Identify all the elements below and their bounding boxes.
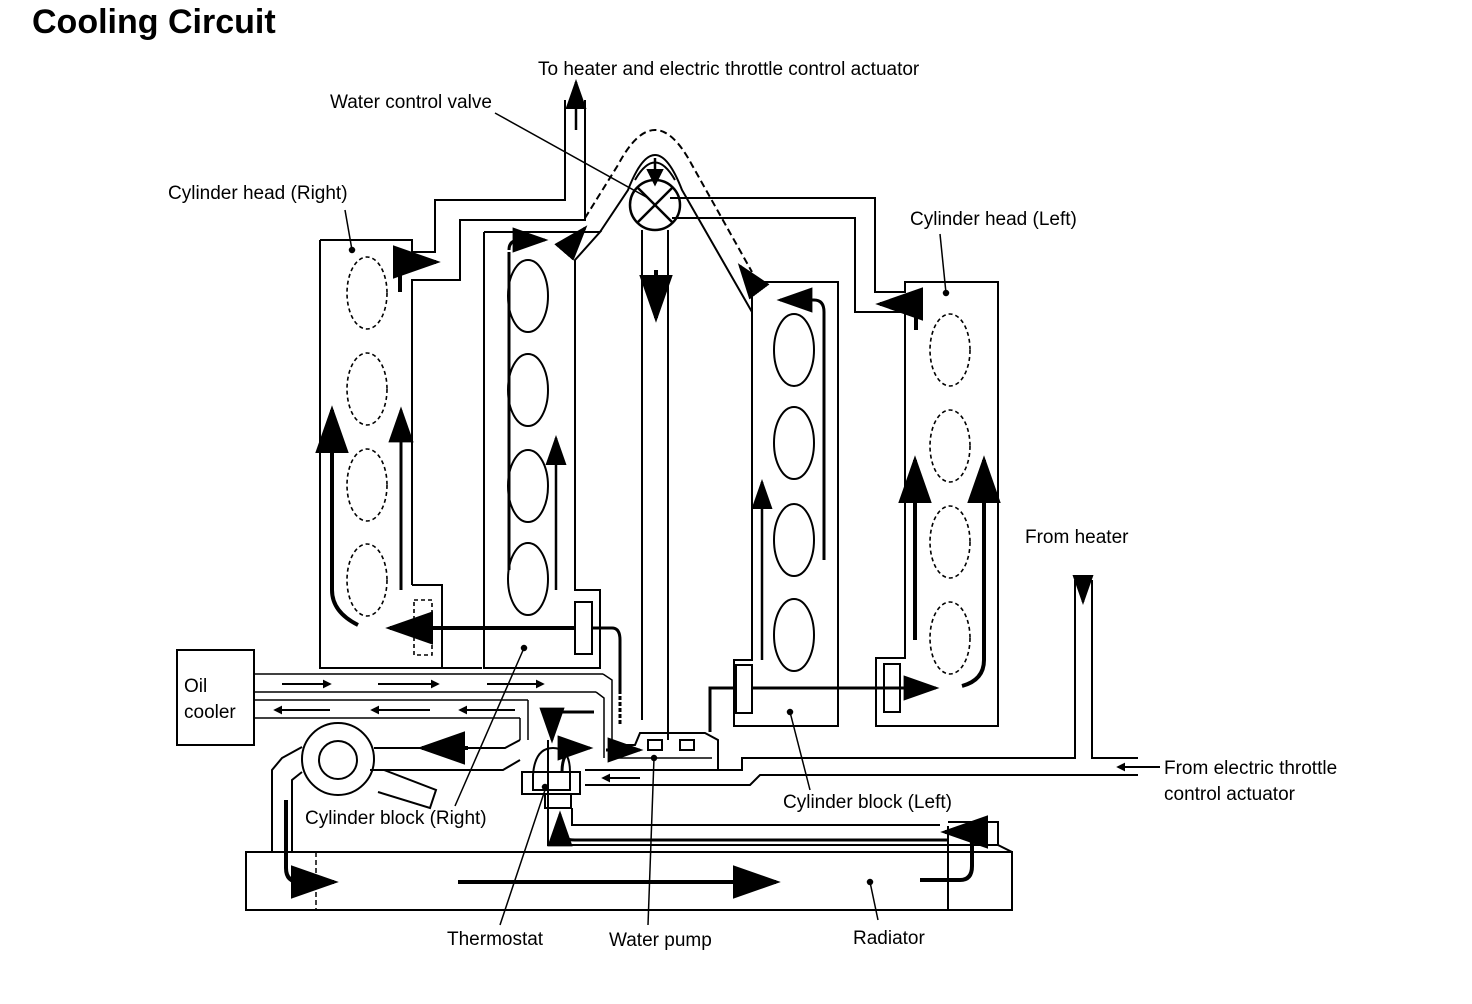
- label-water-control-valve: Water control valve: [330, 92, 492, 113]
- label-to-heater: To heater and electric throttle control …: [538, 59, 920, 80]
- label-cylinder-block-left: Cylinder block (Left): [783, 792, 952, 813]
- label-thermostat: Thermostat: [447, 929, 544, 950]
- label-oil-cooler-2: cooler: [184, 702, 236, 723]
- label-water-pump: Water pump: [609, 930, 712, 951]
- radiator-core: [245, 822, 1013, 911]
- oil-cooler-lines: [254, 673, 613, 758]
- cylinder-head-right: [319, 100, 586, 669]
- cylinder-head-left: [670, 197, 999, 727]
- oil-flow-arrows: [273, 679, 1160, 783]
- cylinder-block-left: [733, 281, 839, 727]
- label-from-etc-2: control actuator: [1164, 784, 1296, 805]
- page-title: Cooling Circuit: [32, 3, 276, 41]
- thermostat-body: [521, 746, 581, 809]
- oil-cooler: [176, 649, 255, 746]
- label-from-heater: From heater: [1025, 527, 1129, 548]
- diagram-labels: To heater and electric throttle control …: [168, 59, 1337, 951]
- label-cylinder-block-right: Cylinder block (Right): [305, 808, 487, 829]
- water-control-valve: [584, 129, 753, 740]
- label-oil-cooler-1: Oil: [184, 676, 207, 697]
- flow-arrows: [284, 79, 1094, 899]
- label-cylinder-head-right: Cylinder head (Right): [168, 183, 348, 204]
- water-pump-housing: [585, 732, 719, 771]
- leader-lines: [344, 112, 950, 926]
- label-cylinder-head-left: Cylinder head (Left): [910, 209, 1077, 230]
- label-radiator: Radiator: [853, 928, 925, 949]
- label-from-etc-1: From electric throttle: [1164, 758, 1337, 779]
- cylinder-block-right: [483, 231, 603, 669]
- heater-return-lines: [585, 580, 1138, 786]
